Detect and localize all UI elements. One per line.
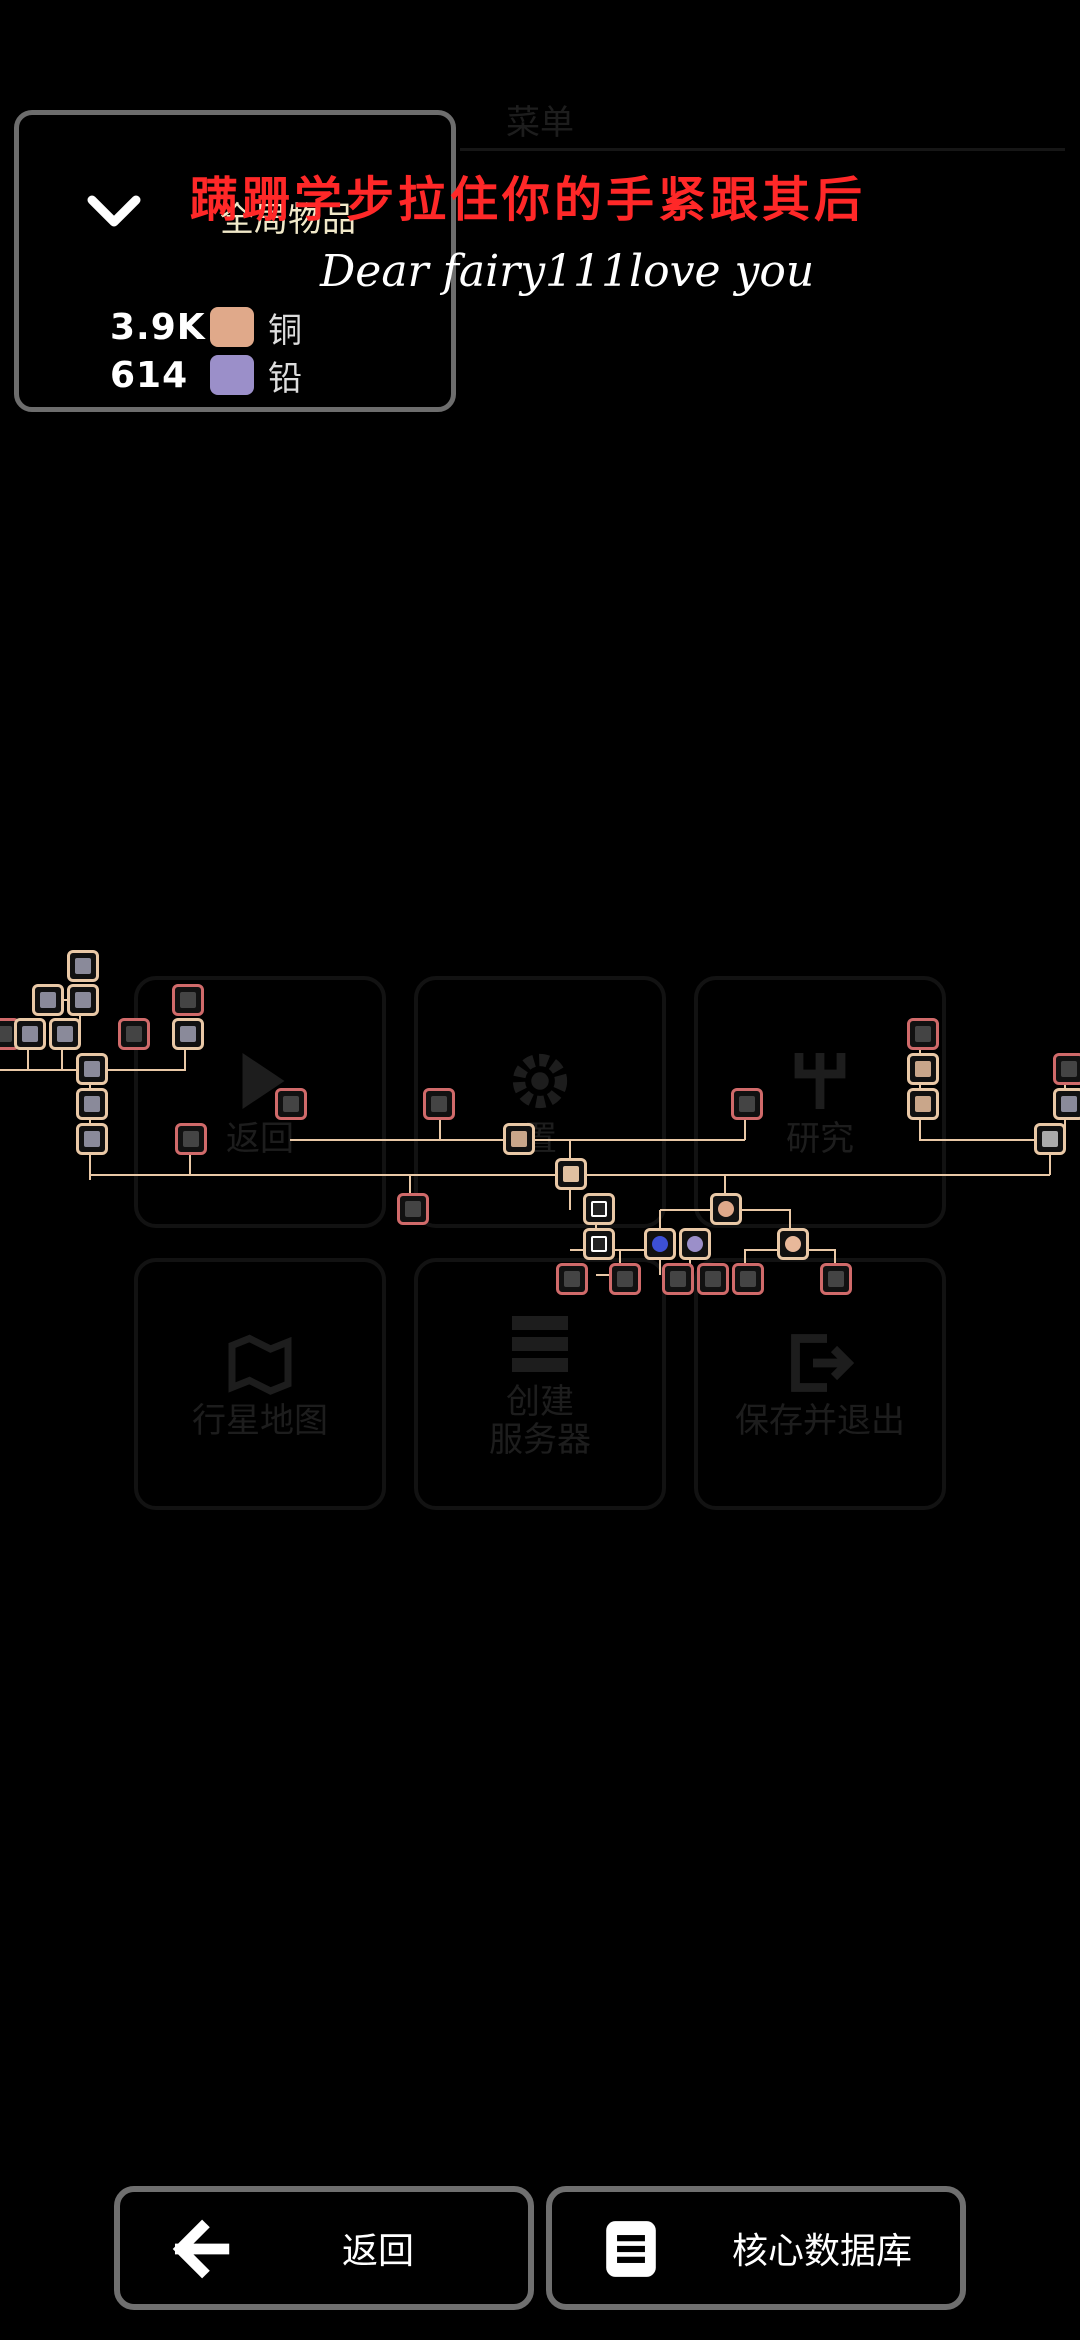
tech-node[interactable] (76, 1088, 108, 1120)
overlay-caption-english: Dear fairy111love you (320, 246, 815, 297)
core-database-label: 核心数据库 (732, 2231, 913, 2272)
tech-node[interactable] (644, 1228, 676, 1260)
core-node[interactable] (555, 1158, 587, 1190)
overlay-caption-chinese: 蹒跚学步拉住你的手紧跟其后 (190, 172, 867, 228)
tech-node[interactable] (777, 1228, 809, 1260)
tile-research-label: 研究 (786, 1119, 854, 1159)
tile-save-exit-label: 保存并退出 (735, 1401, 905, 1441)
locked-node[interactable] (275, 1088, 307, 1120)
tile-save-exit: 保存并退出 (694, 1258, 946, 1510)
map-icon (228, 1334, 292, 1395)
resource-amount: 3.9K (110, 306, 206, 348)
sector-node[interactable] (583, 1228, 615, 1260)
locked-node[interactable] (172, 984, 204, 1016)
tile-planet-map-label: 行星地图 (192, 1401, 328, 1441)
locked-node[interactable] (118, 1018, 150, 1050)
tech-tree[interactable] (0, 940, 1080, 1320)
resource-copper: 3.9K 铜 (110, 304, 302, 351)
tech-node[interactable] (1053, 1088, 1080, 1120)
locked-node[interactable] (820, 1263, 852, 1295)
database-icon (606, 2221, 656, 2277)
tech-node[interactable] (14, 1018, 46, 1050)
tech-node[interactable] (1034, 1123, 1066, 1155)
tech-node[interactable] (67, 950, 99, 982)
tech-node[interactable] (67, 984, 99, 1016)
tile-planet-map: 行星地图 (134, 1258, 386, 1510)
core-database-button[interactable]: 核心数据库 (546, 2186, 966, 2310)
locked-node[interactable] (732, 1263, 764, 1295)
back-button[interactable]: 返回 (114, 2186, 534, 2310)
locked-node[interactable] (697, 1263, 729, 1295)
tile-research: 研究 (694, 976, 946, 1228)
tech-node[interactable] (76, 1123, 108, 1155)
arrow-left-icon (172, 2219, 230, 2279)
exit-icon (791, 1334, 855, 1392)
tile-resume: 返回 (134, 976, 386, 1228)
tech-node[interactable] (503, 1123, 535, 1155)
resource-name: 铜 (268, 310, 302, 351)
play-icon (242, 1053, 285, 1109)
locked-node[interactable] (662, 1263, 694, 1295)
tech-node[interactable] (49, 1018, 81, 1050)
locked-node[interactable] (609, 1263, 641, 1295)
server-icon (512, 1316, 568, 1372)
gear-icon (512, 1053, 568, 1109)
tech-node[interactable] (907, 1088, 939, 1120)
sector-node[interactable] (583, 1193, 615, 1225)
tech-tree-connectors (0, 999, 1066, 1276)
tech-node[interactable] (679, 1228, 711, 1260)
locked-node[interactable] (1053, 1053, 1080, 1085)
resource-lead: 614 铅 (110, 352, 302, 399)
locked-node[interactable] (397, 1193, 429, 1225)
resource-name: 铅 (268, 358, 302, 399)
tech-node[interactable] (32, 984, 64, 1016)
locked-node[interactable] (423, 1088, 455, 1120)
tile-create-server: 创建 服务器 (414, 1258, 666, 1510)
lead-icon (210, 355, 254, 395)
locked-node[interactable] (907, 1018, 939, 1050)
tile-create-server-label: 创建 服务器 (489, 1382, 591, 1460)
chevron-down-icon[interactable] (86, 192, 142, 232)
back-button-label: 返回 (342, 2231, 415, 2272)
tech-node[interactable] (710, 1193, 742, 1225)
menu-title: 菜单 (506, 103, 574, 143)
research-tree-icon (794, 1053, 846, 1109)
resource-amount: 614 (110, 354, 189, 396)
menu-divider (460, 148, 1065, 151)
copper-icon (210, 307, 254, 347)
tile-resume-label: 返回 (226, 1119, 294, 1159)
tech-node[interactable] (172, 1018, 204, 1050)
locked-node[interactable] (731, 1088, 763, 1120)
tech-node[interactable] (76, 1053, 108, 1085)
locked-node[interactable] (556, 1263, 588, 1295)
tech-node[interactable] (907, 1053, 939, 1085)
locked-node[interactable] (175, 1123, 207, 1155)
panel-title: 全局物品 (220, 200, 356, 240)
